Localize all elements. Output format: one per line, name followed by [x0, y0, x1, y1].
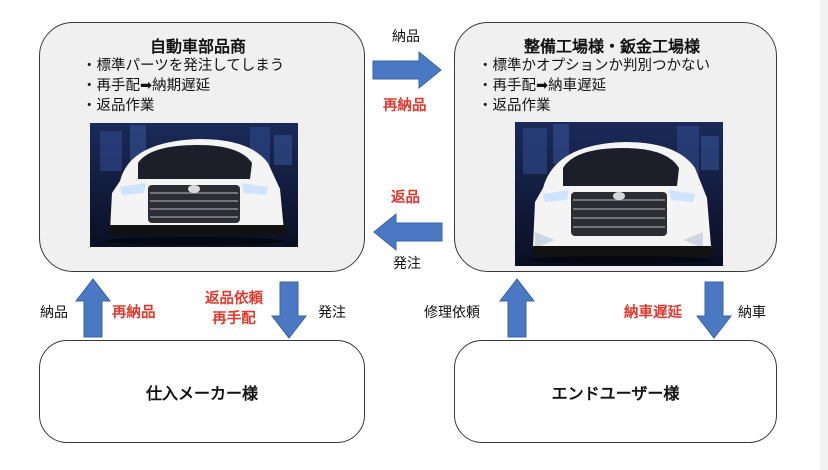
- end-user-title: エンドユーザー様: [551, 384, 680, 403]
- minivan-photo: [515, 122, 723, 266]
- end-user-box: [454, 340, 777, 443]
- minivan-photo: [90, 123, 298, 247]
- deliver-label: 納品: [40, 305, 68, 321]
- repair-shop-bullet: ・返品作業: [478, 98, 551, 114]
- deliver-label: 納品: [392, 29, 420, 45]
- redeliver-label: 再納品: [112, 305, 156, 321]
- repair-shop-bullet: ・再手配➡納車遅延: [478, 78, 607, 94]
- page-edge-shadow: [820, 0, 828, 470]
- arrow-up-icon: [498, 278, 536, 338]
- repair-shop-bullet: ・標準かオプションか判別つかない: [478, 58, 710, 74]
- parts-dealer-title: 自動車部品商: [150, 37, 247, 56]
- order-label: 発注: [318, 305, 346, 321]
- redeliver-label: 再納品: [383, 98, 427, 114]
- supplier-box: [39, 340, 365, 443]
- arrow-right-icon: [372, 50, 442, 90]
- parts-dealer-bullet: ・再手配➡納期遅延: [82, 78, 211, 94]
- parts-dealer-bullet: ・標準パーツを発注してしまう: [82, 58, 285, 74]
- parts-dealer-bullet: ・返品作業: [82, 98, 155, 114]
- order-label: 発注: [393, 256, 421, 272]
- arrow-left-icon: [373, 212, 443, 252]
- repair-request-label: 修理依頼: [424, 305, 480, 321]
- return-label: 返品: [391, 190, 420, 206]
- arrow-up-icon: [74, 278, 112, 338]
- return-request-label: 返品依頼 再手配: [196, 289, 272, 329]
- arrow-down-icon: [270, 281, 308, 339]
- return-request-line: 返品依頼: [205, 291, 263, 307]
- arrow-down-icon: [695, 281, 733, 339]
- repair-shop-title: 整備工場様・鈑金工場様: [524, 37, 701, 56]
- supplier-title: 仕入メーカー様: [145, 384, 258, 403]
- rearrange-line: 再手配: [212, 311, 256, 327]
- delivery-delay-label: 納車遅延: [624, 305, 682, 321]
- vehicle-delivery-label: 納車: [738, 305, 766, 321]
